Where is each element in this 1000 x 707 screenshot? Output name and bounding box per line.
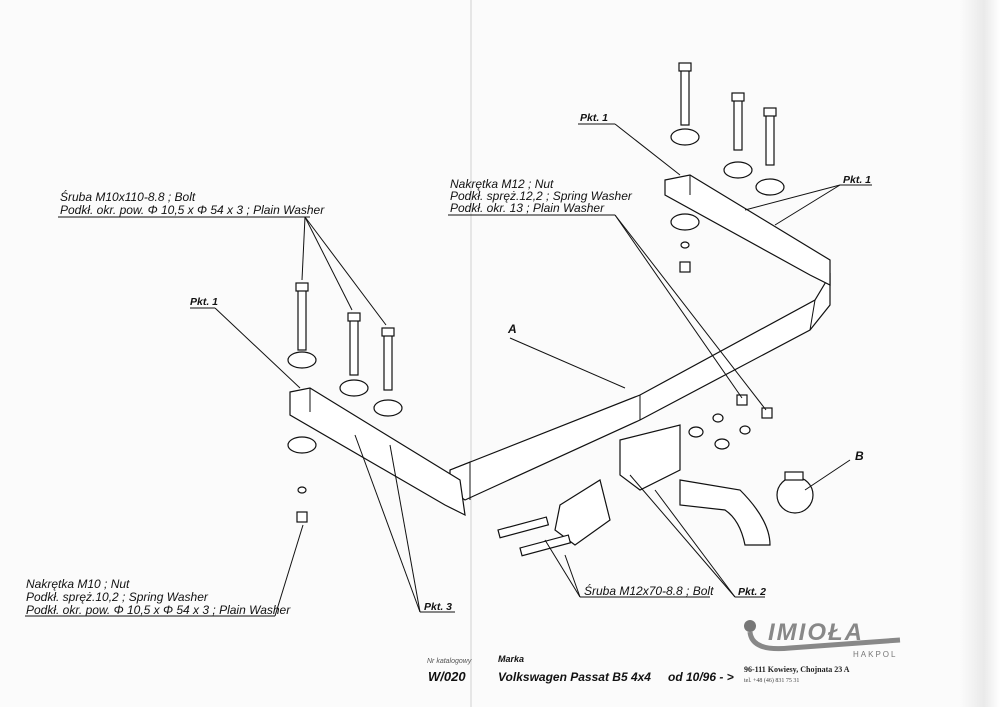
part-a-label: A <box>507 322 517 336</box>
pkt1-left-label: Pkt. 1 <box>190 296 218 308</box>
company-address: 96-111 Kowiesy, Chojnata 23 A <box>744 665 850 674</box>
pkt1-top-label: Pkt. 1 <box>580 112 608 124</box>
catalog-number: W/020 <box>428 669 466 684</box>
washer-m10-label: Podkł. okr. pow. Φ 10,5 x Φ 54 x 3 ; Pla… <box>60 203 325 217</box>
bolt-m12-label: Śruba M12x70-8.8 ; Bolt <box>584 583 714 598</box>
company-phone: tel. +48 (46) 831 75 31 <box>744 677 799 684</box>
vehicle-make: Volkswagen Passat B5 4x4 <box>498 670 651 684</box>
pkt1-right-label: Pkt. 1 <box>843 174 871 186</box>
plain-washer-m10-label: Podkł. okr. pow. Φ 10,5 x Φ 54 x 3 ; Pla… <box>26 603 291 617</box>
model-year: od 10/96 - > <box>668 670 734 684</box>
paper-fold <box>470 0 472 707</box>
nut-m10-label: Nakrętka M10 ; Nut <box>26 577 130 591</box>
ball-mount-b <box>554 424 814 546</box>
bolt-m10-label: Śruba M10x110-8.8 ; Bolt <box>60 189 196 204</box>
part-b-label: B <box>855 449 864 463</box>
crossbeam-a <box>289 174 831 517</box>
make-label: Marka <box>498 654 524 664</box>
paper-edge <box>960 0 1000 707</box>
imiola-logo: IMIOŁA HAKPOL <box>744 619 901 659</box>
logo-text: IMIOŁA <box>768 619 864 646</box>
spring-washer-m10-label: Podkł. spręż.10,2 ; Spring Washer <box>26 590 209 604</box>
nut-m12-label: Nakrętka M12 ; Nut <box>450 177 554 191</box>
bolts-left <box>287 282 403 523</box>
leader-lines <box>25 123 872 617</box>
pkt2-label: Pkt. 2 <box>738 586 766 598</box>
plain-washer-m12-label: Podkł. okr. 13 ; Plain Washer <box>450 201 605 215</box>
pkt3-label: Pkt. 3 <box>424 601 452 613</box>
logo-subtext: HAKPOL <box>853 650 897 659</box>
catalog-number-label: Nr katalogowy <box>427 658 472 665</box>
bolts-right <box>497 62 785 557</box>
spring-washer-m12-label: Podkł. spręż.12,2 ; Spring Washer <box>450 189 633 203</box>
